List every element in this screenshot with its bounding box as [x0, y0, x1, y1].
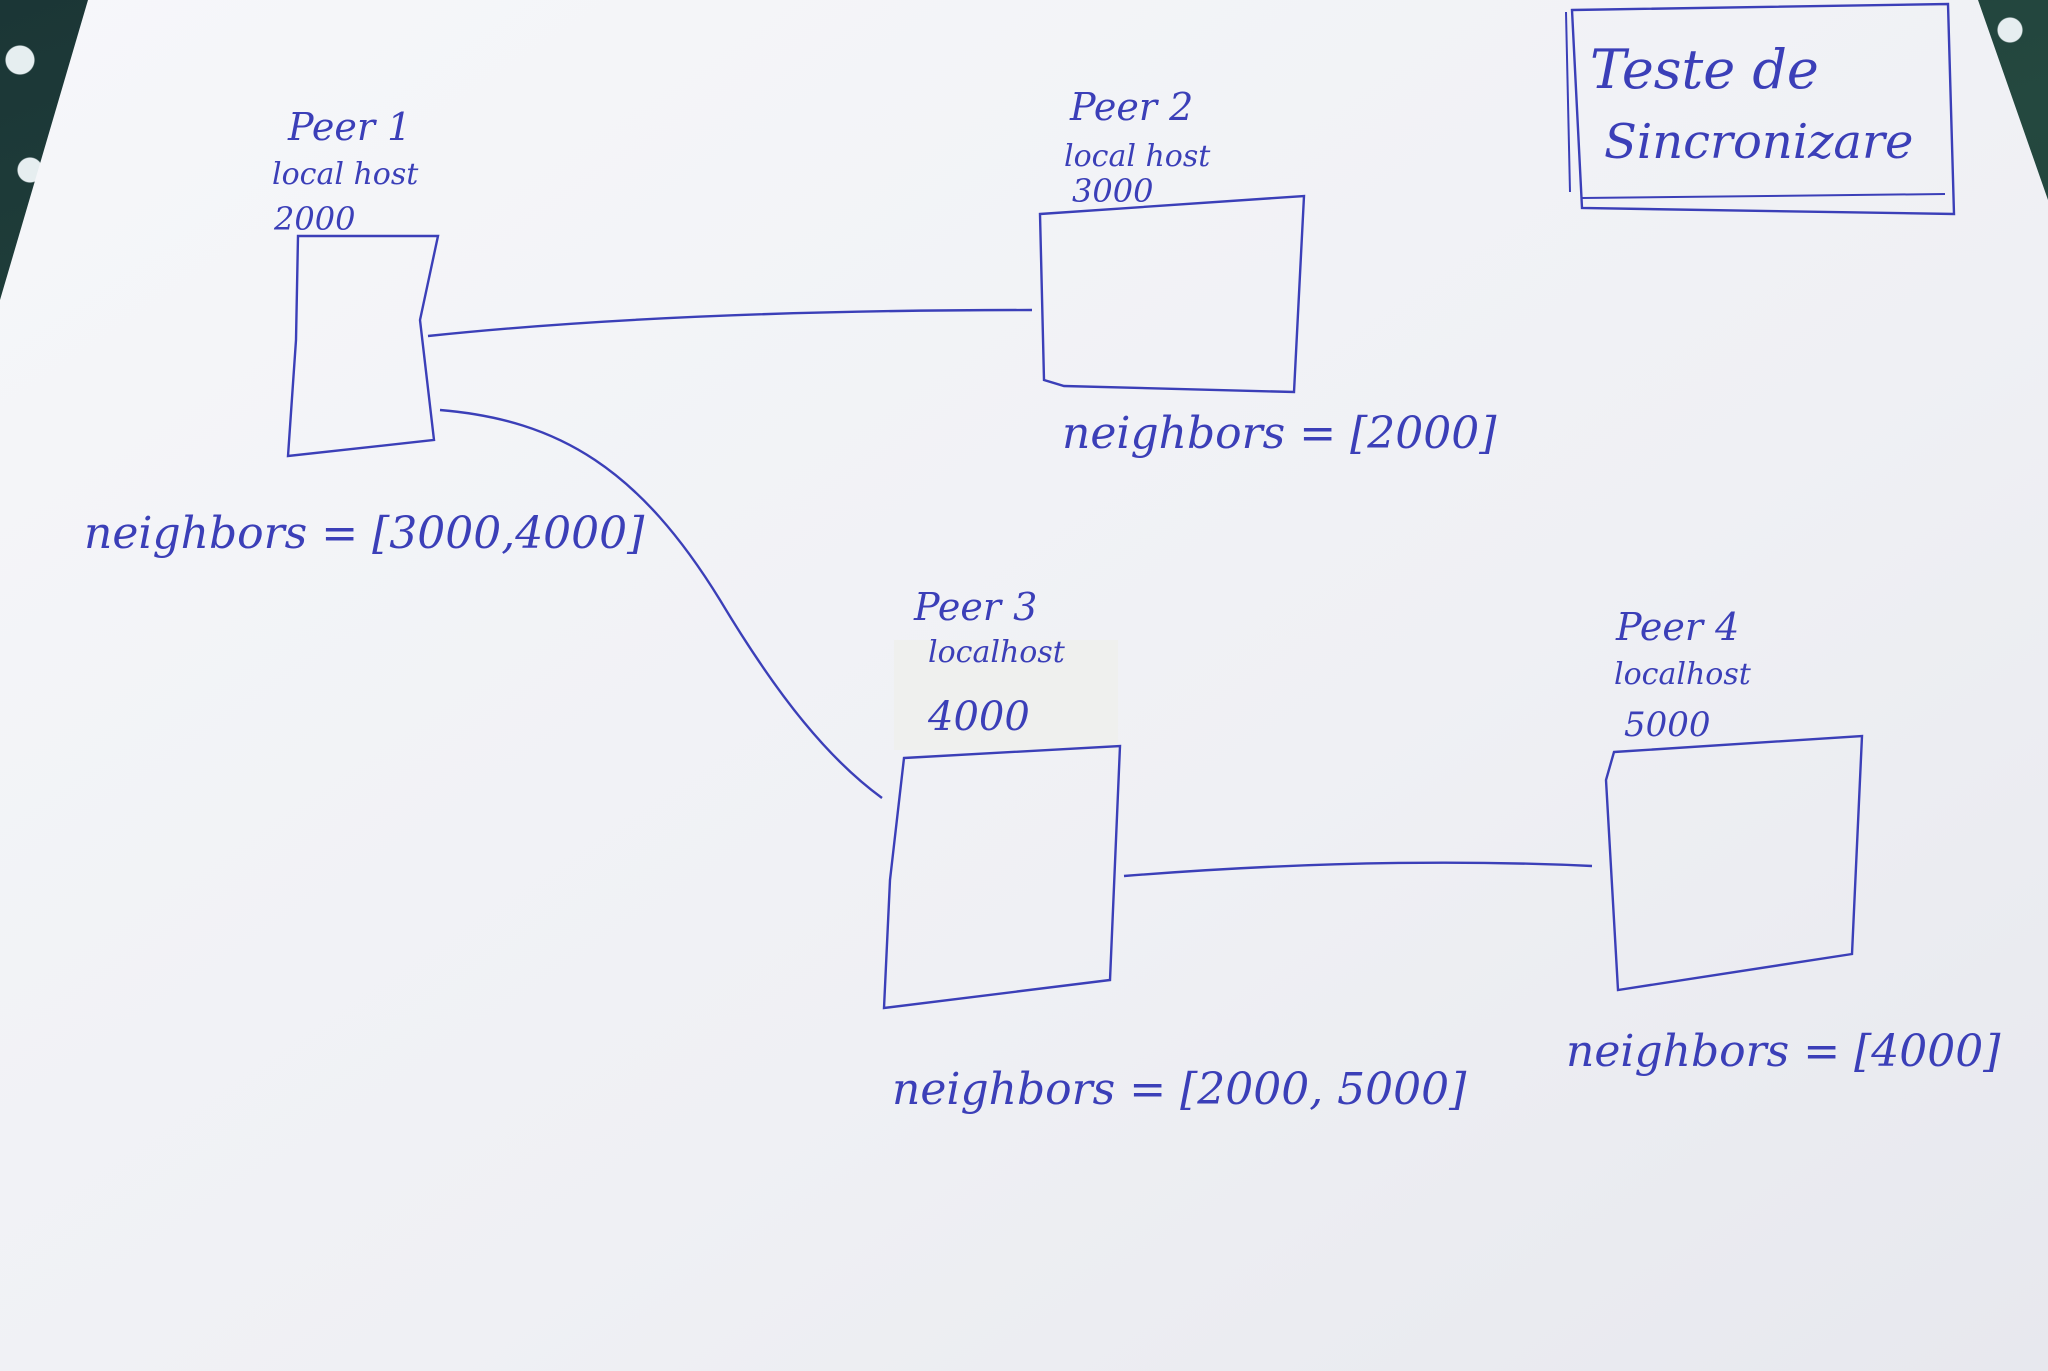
peer-3-port: 4000 — [927, 694, 1030, 740]
peer-3-neighbors: neighbors = [2000, 5000] — [892, 1064, 1467, 1115]
peer-4-port: 5000 — [1624, 705, 1711, 745]
peer-2-box — [1038, 194, 1306, 394]
peer-1-neighbors: neighbors = [3000,4000] — [84, 508, 645, 559]
peer-1: Peer 1 local host 2000 neighbors = [3000… — [84, 105, 645, 559]
connection-peer3-peer4 — [1123, 861, 1593, 878]
peer-1-host: local host — [272, 157, 419, 192]
peer-1-box — [286, 234, 440, 458]
peer-3-box — [882, 744, 1122, 1010]
peer-4-neighbors: neighbors = [4000] — [1566, 1026, 2001, 1077]
title-box: Teste de Sincronizare — [1565, 2, 1956, 216]
peer-2-port: 3000 — [1072, 172, 1153, 210]
peer-3-label-patch — [894, 640, 1118, 750]
peer-4-box — [1604, 734, 1864, 992]
connection-peer1-peer2 — [427, 308, 1033, 338]
connections — [427, 308, 1593, 878]
peer-4-host: localhost — [1614, 657, 1752, 692]
peer-2-host: local host — [1064, 139, 1211, 174]
title-line-1: Teste de — [1590, 38, 1819, 101]
title-line-2: Sincronizare — [1604, 114, 1913, 170]
peer-2-neighbors: neighbors = [2000] — [1062, 408, 1497, 459]
peer-2-name: Peer 2 — [1069, 85, 1193, 129]
peer-1-port: 2000 — [273, 200, 355, 238]
peer-3-name: Peer 3 — [913, 585, 1037, 629]
peer-3: Peer 3 localhost 4000 neighbors = [2000,… — [882, 585, 1467, 1115]
connection-peer1-peer3 — [439, 408, 883, 799]
peer-2: Peer 2 local host 3000 neighbors = [2000… — [1038, 85, 1497, 459]
peer-4-name: Peer 4 — [1615, 605, 1739, 649]
peer-1-name: Peer 1 — [287, 105, 411, 149]
peer-4: Peer 4 localhost 5000 neighbors = [4000] — [1566, 605, 2001, 1077]
peer-3-host: localhost — [928, 635, 1066, 670]
